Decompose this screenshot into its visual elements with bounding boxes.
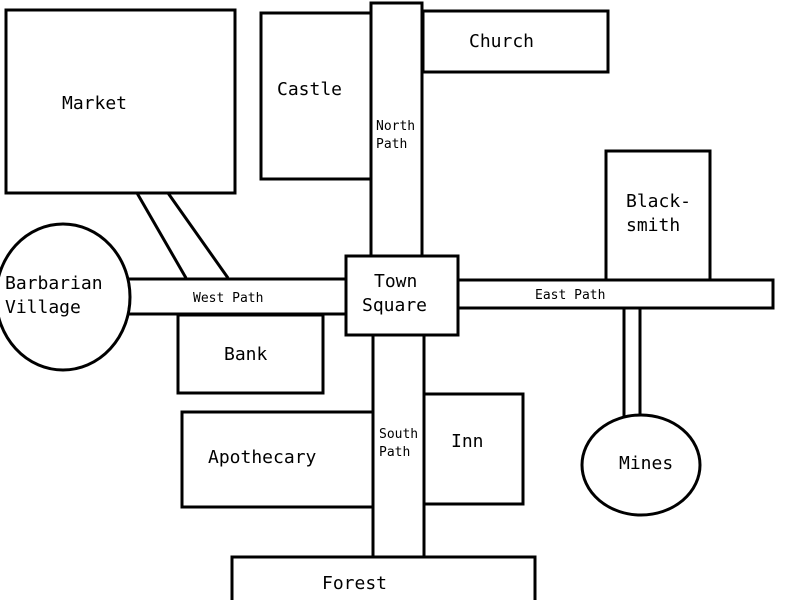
barbarian-label-line2: Village (5, 297, 81, 318)
market-road-left (135, 192, 188, 279)
blacksmith-label-line2: smith (626, 215, 680, 236)
forest-label: Forest (322, 573, 387, 594)
apothecary-label: Apothecary (208, 447, 317, 468)
bank-building[interactable] (176, 313, 325, 395)
market-road-right (166, 192, 230, 279)
north-path[interactable] (369, 1, 424, 258)
castle-building[interactable] (259, 11, 374, 181)
castle-label: Castle (277, 79, 342, 100)
inn-building[interactable] (422, 392, 525, 506)
south-path-label-line1: South (379, 427, 418, 442)
church-label: Church (469, 31, 534, 52)
town-square-label-line1: Town (374, 271, 417, 292)
bank-label: Bank (224, 344, 268, 365)
south-path-label-line2: Path (379, 445, 410, 460)
east-path-label: East Path (535, 288, 605, 303)
apothecary-building[interactable] (180, 410, 376, 509)
forest-area[interactable] (230, 555, 537, 600)
inn-label: Inn (451, 431, 484, 452)
market-label: Market (62, 93, 127, 114)
barbarian-village[interactable] (0, 222, 132, 372)
east-path[interactable] (456, 278, 775, 310)
barbarian-label-line1: Barbarian (5, 273, 103, 294)
blacksmith-building[interactable] (604, 149, 712, 282)
north-path-label-line1: North (376, 119, 415, 134)
north-path-label-line2: Path (376, 137, 407, 152)
town-square-label-line2: Square (362, 295, 427, 316)
mines-label: Mines (619, 453, 673, 474)
south-path[interactable] (371, 333, 426, 559)
mines-area[interactable] (580, 413, 702, 517)
market-building[interactable] (4, 8, 237, 195)
blacksmith-label-line1: Black- (626, 191, 691, 212)
church-building[interactable] (421, 9, 610, 74)
west-path-label: West Path (193, 291, 263, 306)
town-square[interactable] (344, 254, 460, 337)
